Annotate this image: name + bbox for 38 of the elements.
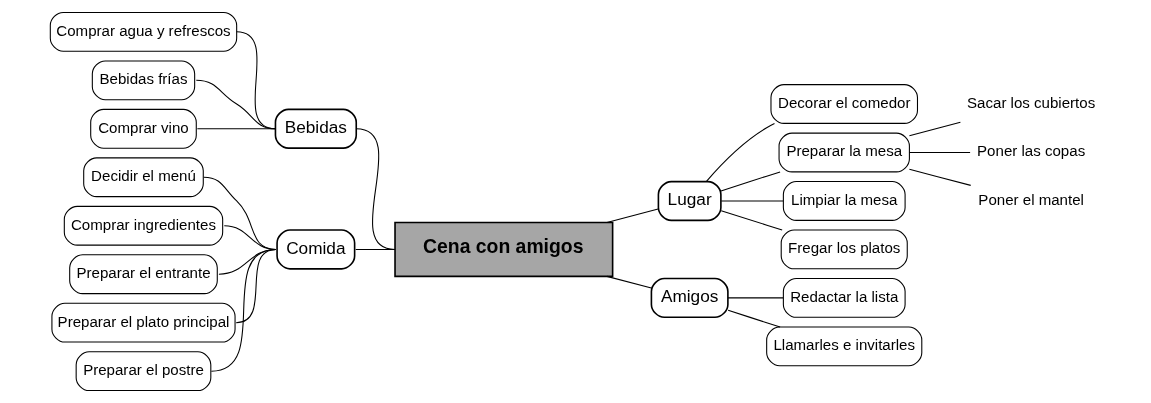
connector [727,309,781,328]
node-box: Redactar la lista [782,277,906,318]
connector [605,275,652,289]
connector [908,151,971,154]
connector [705,122,775,183]
node-box: Limpiar la mesa [782,181,906,221]
connector [210,248,277,372]
node-box: Preparar el postre [75,351,211,392]
node-box: Preparar el entrante [68,254,218,295]
connector [196,128,276,130]
node-text: Sacar los cubiertos [966,94,1095,111]
node-box: Decorar el comedor [769,84,918,124]
node-box: Preparar el plato principal [50,302,236,343]
node-box: Comida [275,229,355,270]
node-box: Comprar ingredientes [63,205,223,246]
connector [908,168,971,186]
connector [719,171,781,192]
connector [605,208,659,224]
node-box: Preparar la mesa [778,132,910,173]
connector [720,200,784,202]
node-box: Comprar vino [89,108,197,149]
connector [354,248,396,250]
node-box: Decidir el menú [82,157,204,198]
node-box: Fregar los platos [780,229,908,270]
node-box: Amigos [650,277,729,319]
node-text: Poner las copas [976,142,1085,160]
connector [355,128,396,250]
node-box: Cena con amigos [393,221,613,278]
node-box: Llamarles e invitarles [765,326,922,367]
connector [720,210,783,231]
node-text: Poner el mantel [977,190,1084,208]
node-box: Bebidas [274,108,357,149]
node-box: Lugar [657,180,722,222]
connector [195,79,276,130]
node-box: Bebidas frías [91,60,195,101]
connector [908,121,961,137]
connector [726,297,784,299]
node-box: Comprar agua y refrescos [49,11,237,52]
